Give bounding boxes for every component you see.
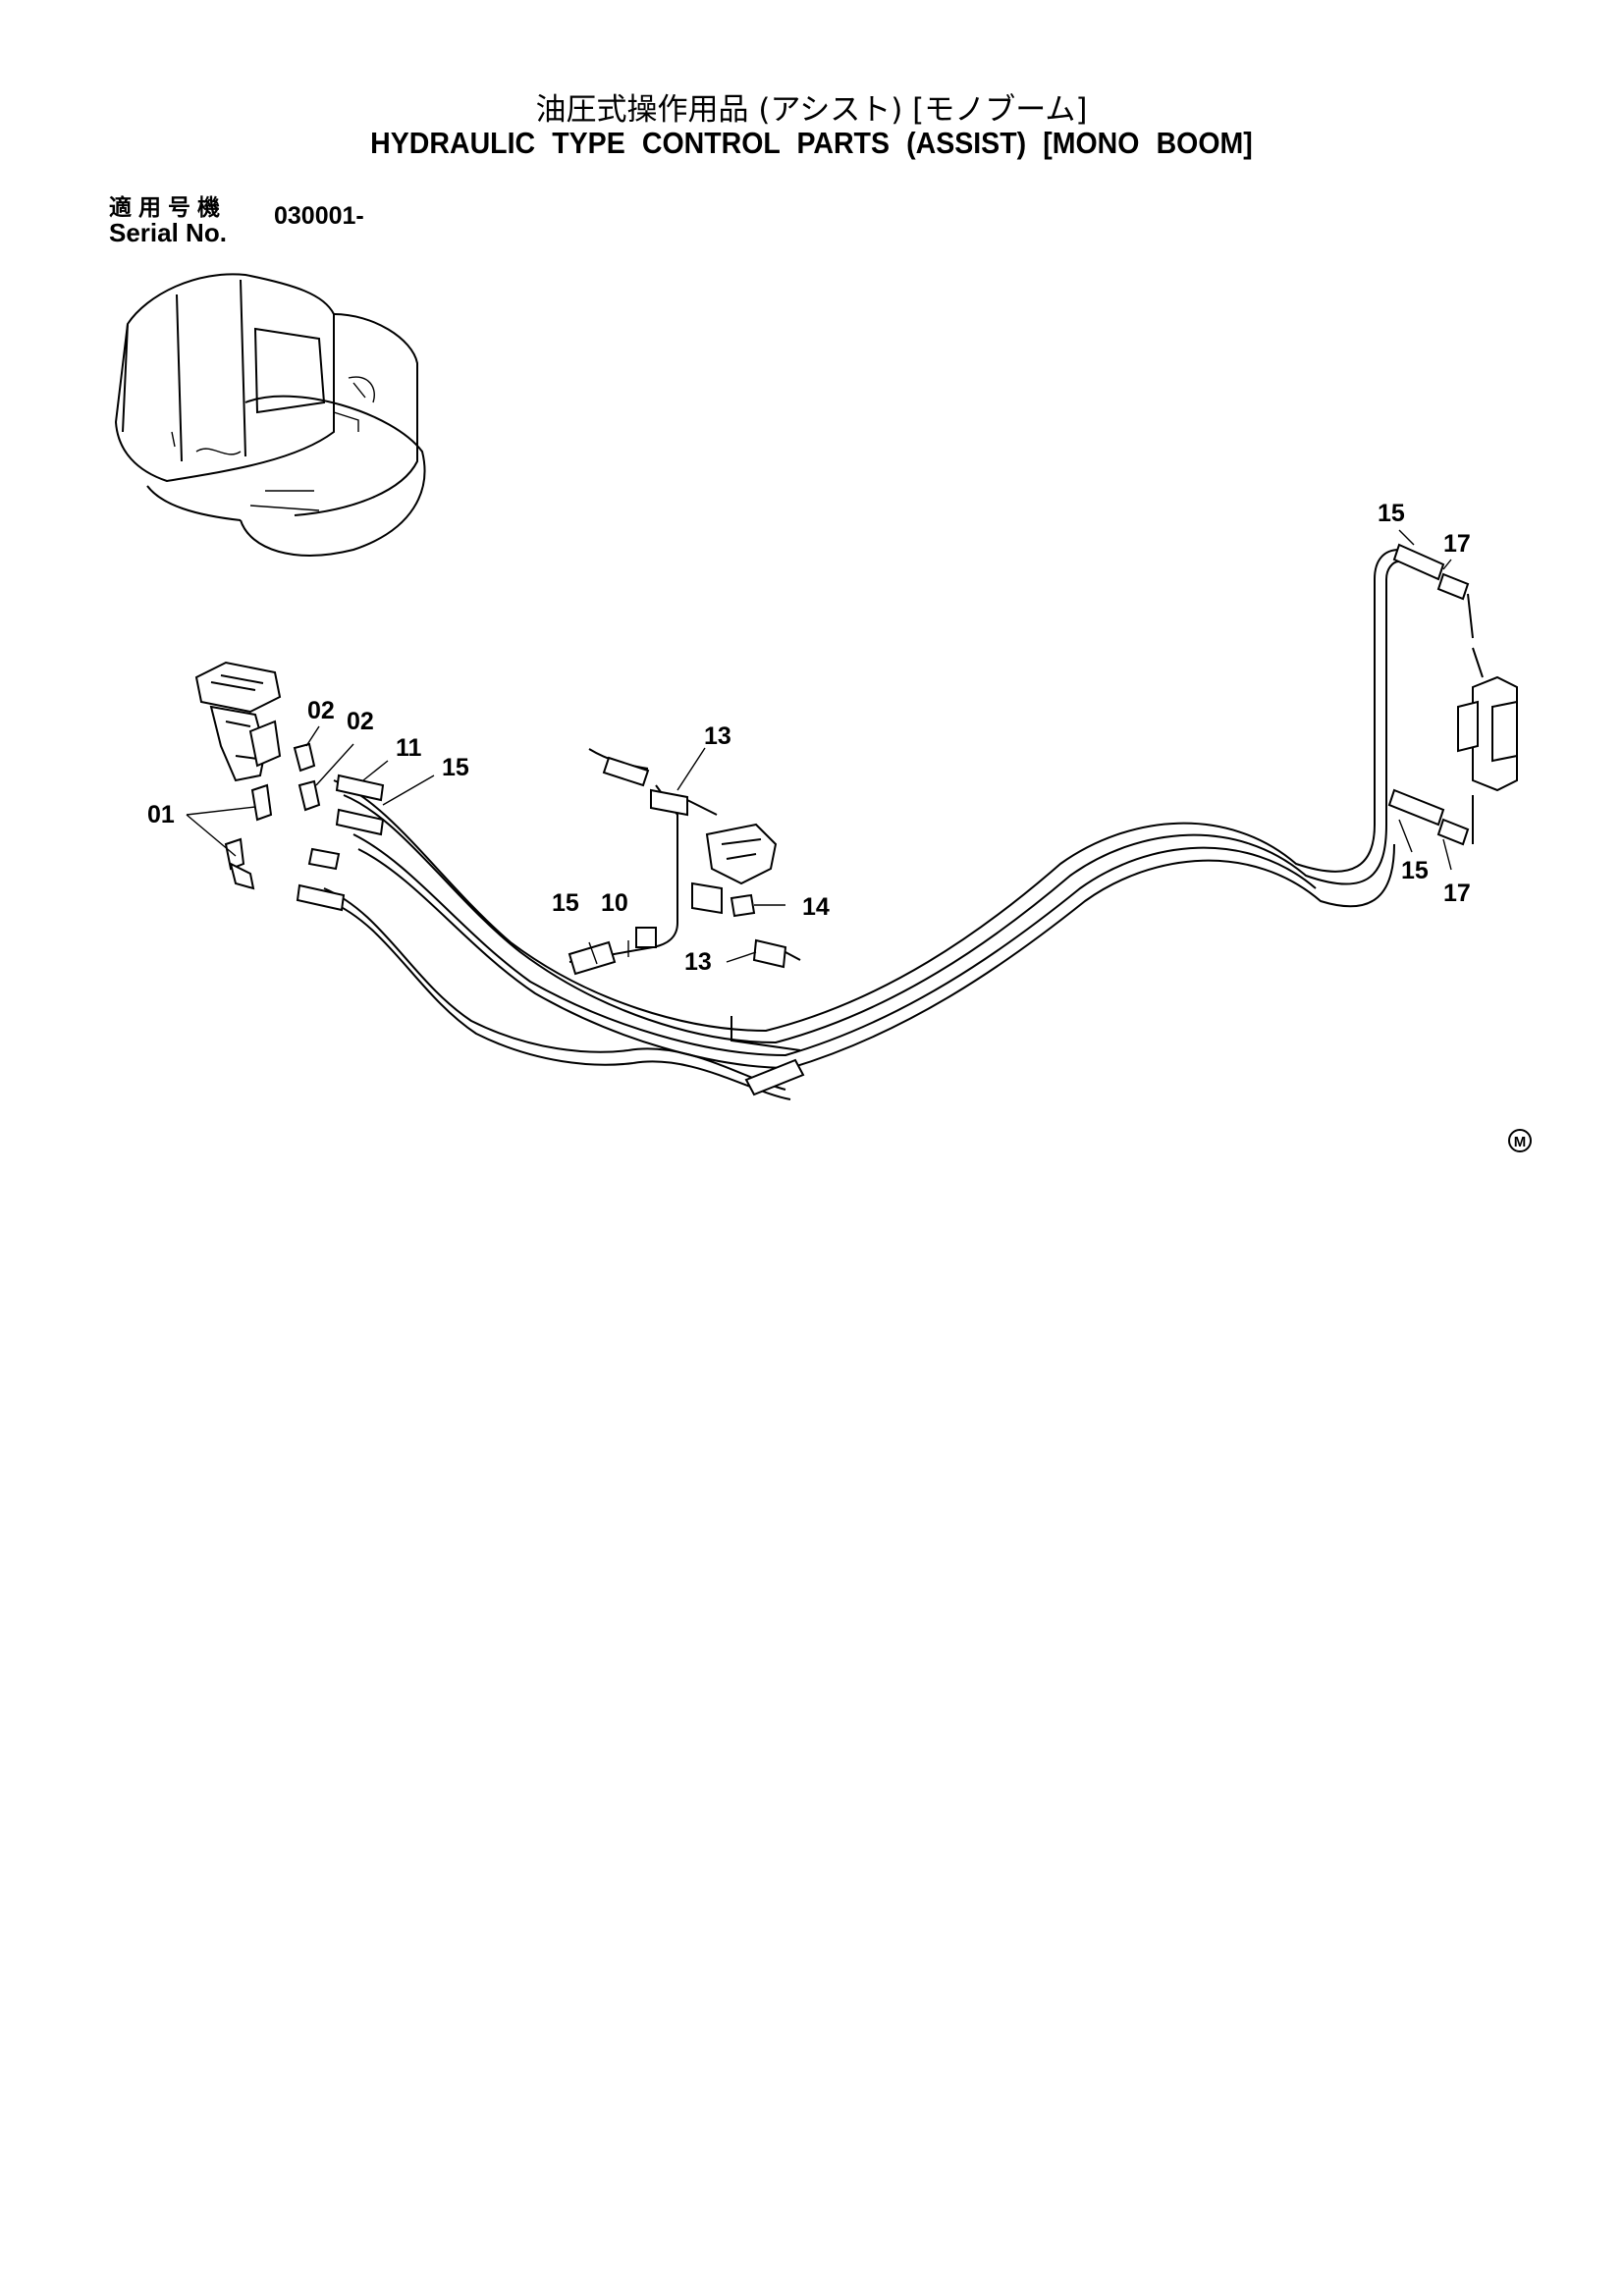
shuttle-valve	[691, 823, 778, 915]
callout-13-b: 13	[684, 948, 712, 976]
callout-15-a: 15	[442, 754, 469, 781]
callout-11: 11	[396, 734, 422, 762]
callout-17-b: 17	[1443, 880, 1471, 907]
callout-15-c: 15	[1378, 500, 1405, 527]
right-valve-unit	[1457, 647, 1518, 844]
hose-ends	[296, 774, 805, 1096]
fittings-01	[224, 783, 273, 890]
serial-number-value: 030001-	[274, 202, 364, 230]
callout-01: 01	[147, 801, 175, 828]
mark-letter: M	[1514, 1134, 1527, 1150]
callout-13-a: 13	[704, 722, 731, 750]
callout-15-b: 15	[552, 889, 579, 917]
callout-15-d: 15	[1401, 857, 1429, 884]
serial-label-english: Serial No.	[109, 218, 227, 247]
callout-02-b: 02	[347, 708, 374, 735]
fitting-13-lower	[752, 938, 801, 969]
center-hose-10	[568, 748, 678, 976]
title-japanese: 油圧式操作用品 (アシスト) [モノブーム]	[535, 92, 1088, 128]
callout-02-a: 02	[307, 697, 335, 724]
callout-14: 14	[802, 893, 830, 921]
pilot-valve	[194, 661, 282, 782]
hose-bundle	[323, 549, 1400, 1100]
right-hose-ends	[1387, 543, 1474, 846]
connector-line	[730, 1016, 801, 1051]
leader-lines	[186, 529, 1452, 965]
serial-label-japanese: 適用号機	[109, 195, 227, 221]
callout-10: 10	[601, 889, 628, 917]
circled-m-mark: M	[1508, 1129, 1532, 1152]
fittings-02	[293, 742, 321, 812]
fitting-14	[730, 893, 756, 918]
title-english: HYDRAULIC TYPE CONTROL PARTS (ASSIST) [M…	[370, 126, 1253, 160]
fitting-13-upper	[650, 788, 718, 817]
excavator-cab-thumbnail	[114, 273, 426, 557]
callout-17-a: 17	[1443, 530, 1471, 558]
